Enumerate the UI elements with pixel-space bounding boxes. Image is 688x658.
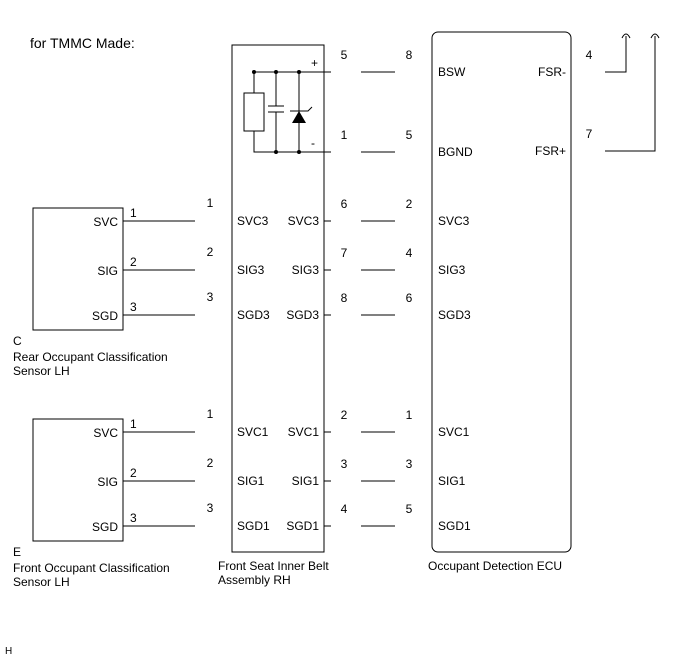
sensor-c-code: C <box>13 334 22 348</box>
inner-belt-name-line1: Front Seat Inner Belt <box>218 559 329 573</box>
belt-pin-sgd3: 3 <box>207 290 214 304</box>
belt-terminal-left-sgd3: SGD3 <box>237 308 270 322</box>
ecu-pin-sig3: 4 <box>406 246 413 260</box>
belt-terminal-left-sig1: SIG1 <box>237 474 265 488</box>
sensor-e-terminal-sgd: SGD <box>92 520 118 534</box>
belt-terminal-left-svc1: SVC1 <box>237 425 269 439</box>
buckle-switch-circuit <box>243 70 324 154</box>
belt-terminal-right-svc1: SVC1 <box>288 425 320 439</box>
ecu-pin-svc3: 2 <box>406 197 413 211</box>
ecu-pin-sgd1: 5 <box>406 502 413 516</box>
front-sensor-pin-svc1: 1 <box>130 417 137 431</box>
fsr-pin-0: 4 <box>586 48 593 62</box>
ecu-terminal-svc3: SVC3 <box>438 214 470 228</box>
ecu-pin-bgnd: 5 <box>406 128 413 142</box>
belt-terminal-right-sig3: SIG3 <box>292 263 320 277</box>
rear-sensor-pin-sig3: 2 <box>130 255 137 269</box>
belt-minus-sign: - <box>311 136 315 150</box>
s8-pin-bgnd: 1 <box>341 128 348 142</box>
sensor-e-code: E <box>13 545 21 559</box>
fsr-pin-1: 7 <box>586 127 593 141</box>
belt-terminal-left-sgd1: SGD1 <box>237 519 270 533</box>
diagram-title: for TMMC Made: <box>30 35 135 51</box>
belt-terminal-left-sig3: SIG3 <box>237 263 265 277</box>
rear-sensor-pin-sgd3: 3 <box>130 300 137 314</box>
belt-pin-sig3: 2 <box>207 245 214 259</box>
ecu-terminal-bgnd: BGND <box>438 145 473 159</box>
belt-terminal-right-svc3: SVC3 <box>288 214 320 228</box>
s8-pin-sig3: 7 <box>341 246 348 260</box>
s8-pin-svc3: 6 <box>341 197 348 211</box>
ecu-pin-sig1: 3 <box>406 457 413 471</box>
ecu-terminal-sig3: SIG3 <box>438 263 466 277</box>
sensor-e-terminal-svc: SVC <box>93 426 118 440</box>
ecu-box <box>431 31 572 553</box>
front-sensor-pin-sig1: 2 <box>130 466 137 480</box>
s8-pin-svc1: 2 <box>341 408 348 422</box>
ecu-terminal-bsw: BSW <box>438 65 466 79</box>
belt-terminal-right-sgd1: SGD1 <box>286 519 319 533</box>
ecu-pin-sgd3: 6 <box>406 291 413 305</box>
ecu-terminal-sgd1: SGD1 <box>438 519 471 533</box>
ecu-pin-svc1: 1 <box>406 408 413 422</box>
front-occupant-sensor-box <box>32 418 124 542</box>
belt-plus-sign: + <box>311 56 318 70</box>
ecu-terminal-sig1: SIG1 <box>438 474 466 488</box>
ecu-terminal-svc1: SVC1 <box>438 425 470 439</box>
belt-pin-svc3: 1 <box>207 196 214 210</box>
inner-belt-box <box>231 44 325 553</box>
fsr-row-1: FSR+ 7 <box>535 33 660 158</box>
ecu-pin-bsw: 8 <box>406 48 413 62</box>
sensor-c-terminal-sgd: SGD <box>92 309 118 323</box>
fsr-terminal-1: FSR+ <box>535 144 566 158</box>
belt-terminal-right-sig1: SIG1 <box>292 474 320 488</box>
sensor-c-terminal-svc: SVC <box>93 215 118 229</box>
ecu-name: Occupant Detection ECU <box>428 559 562 573</box>
s8-pin-sgd1: 4 <box>341 502 348 516</box>
sensor-c-name-line1: Rear Occupant Classification <box>13 350 168 364</box>
figure-mark: H <box>5 646 12 657</box>
fsr-row-0: FSR- 4 <box>538 33 631 79</box>
belt-pin-svc1: 1 <box>207 407 214 421</box>
rear-occupant-sensor-box <box>32 207 124 331</box>
sensor-e-name-line2: Sensor LH <box>13 575 70 589</box>
sensor-e-terminal-sig: SIG <box>97 475 118 489</box>
s8-pin-sgd3: 8 <box>341 291 348 305</box>
belt-pin-sgd1: 3 <box>207 501 214 515</box>
front-sensor-pin-sgd1: 3 <box>130 511 137 525</box>
belt-pin-sig1: 2 <box>207 456 214 470</box>
ecu-terminal-sgd3: SGD3 <box>438 308 471 322</box>
rear-sensor-pin-svc3: 1 <box>130 206 137 220</box>
inner-belt-name-line2: Assembly RH <box>218 573 291 587</box>
sensor-c-terminal-sig: SIG <box>97 264 118 278</box>
sensor-e-name-line1: Front Occupant Classification <box>13 561 170 575</box>
s8-pin-sig1: 3 <box>341 457 348 471</box>
sensor-c-name-line2: Sensor LH <box>13 364 70 378</box>
s8-pin-bsw: 5 <box>341 48 348 62</box>
belt-terminal-left-svc3: SVC3 <box>237 214 269 228</box>
belt-terminal-right-sgd3: SGD3 <box>286 308 319 322</box>
fsr-terminal-0: FSR- <box>538 65 566 79</box>
